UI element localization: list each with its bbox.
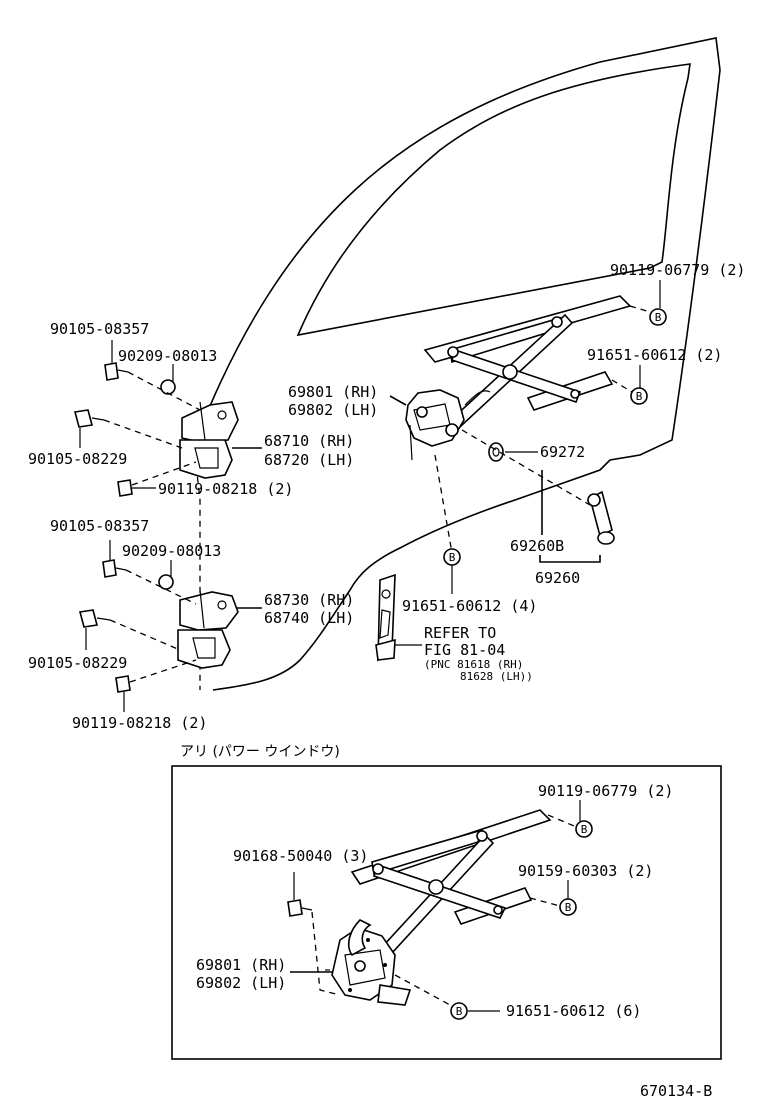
inset-title: アリ (パワー ウインドウ) bbox=[180, 744, 340, 760]
label-90119-08218-a: 90119-08218 (2) bbox=[158, 480, 293, 498]
bolt-90105-08357-a bbox=[104, 340, 129, 381]
inset-label-90119-06779: 90119-06779 (2) bbox=[538, 782, 673, 800]
svg-text:B: B bbox=[581, 823, 588, 836]
upper-leader-lines bbox=[389, 280, 661, 594]
bolt-90105-08229-a bbox=[73, 409, 183, 449]
inset-frame bbox=[171, 765, 722, 1060]
svg-text:B: B bbox=[565, 901, 572, 914]
svg-text:B: B bbox=[449, 551, 456, 564]
label-90119-08218-b: 90119-08218 (2) bbox=[72, 714, 207, 732]
bolt-90119-08218-a bbox=[117, 461, 197, 497]
inset-label-90159-60303: 90159-60303 (2) bbox=[518, 862, 653, 880]
power-window-regulator bbox=[325, 809, 552, 1006]
inset-label-90168-50040: 90168-50040 (3) bbox=[233, 847, 368, 865]
svg-text:B: B bbox=[655, 311, 662, 324]
label-90119-06779: 90119-06779 (2) bbox=[610, 261, 745, 279]
b-marker-91651-60612-4: B bbox=[443, 548, 461, 566]
upper-door-hinge bbox=[179, 401, 262, 479]
door-lock-bracket bbox=[375, 573, 422, 662]
label-69801: 69801 (RH) bbox=[288, 383, 378, 401]
inset-b-marker-90119-06779: B bbox=[575, 820, 593, 838]
inset-label-69802: 69802 (LH) bbox=[196, 974, 286, 992]
label-68720: 68720 (LH) bbox=[264, 451, 354, 469]
label-69260B: 69260B bbox=[510, 537, 564, 555]
refer-to-line-3: (PNC 81618 (RH) bbox=[424, 658, 523, 671]
inset-leader-lines bbox=[290, 800, 581, 1012]
label-90105-08357-b: 90105-08357 bbox=[50, 517, 149, 535]
svg-text:B: B bbox=[456, 1005, 463, 1018]
label-91651-60612-2: 91651-60612 (2) bbox=[587, 346, 722, 364]
b-marker-91651-60612-2: B bbox=[630, 387, 648, 405]
inset-bolt-90168-50040 bbox=[287, 872, 341, 996]
label-69802: 69802 (LH) bbox=[288, 401, 378, 419]
label-68730: 68730 (RH) bbox=[264, 591, 354, 609]
bolt-90119-08218-b bbox=[115, 659, 197, 712]
bolt-90105-08229-b bbox=[78, 609, 181, 651]
manual-window-regulator bbox=[405, 295, 632, 461]
bolt-90105-08357-b bbox=[102, 540, 127, 578]
inset-b-marker-91651-60612: B bbox=[450, 1002, 468, 1020]
svg-text:B: B bbox=[636, 390, 643, 403]
label-90105-08229-b: 90105-08229 bbox=[28, 654, 127, 672]
label-91651-60612-4: 91651-60612 (4) bbox=[402, 597, 537, 615]
label-68710: 68710 (RH) bbox=[264, 432, 354, 450]
inset-b-marker-90159-60303: B bbox=[559, 898, 577, 916]
label-90105-08357-a: 90105-08357 bbox=[50, 320, 149, 338]
bushing-69272 bbox=[488, 442, 504, 462]
label-69260: 69260 bbox=[535, 569, 580, 587]
lower-door-hinge bbox=[177, 589, 262, 669]
refer-to-line-1: REFER TO bbox=[424, 624, 496, 642]
b-marker-90119-06779: B bbox=[649, 308, 667, 326]
label-69272: 69272 bbox=[540, 443, 585, 461]
refer-to-line-2: FIG 81-04 bbox=[424, 641, 505, 659]
label-68740: 68740 (LH) bbox=[264, 609, 354, 627]
label-90105-08229-a: 90105-08229 bbox=[28, 450, 127, 468]
inset-label-69801: 69801 (RH) bbox=[196, 956, 286, 974]
inset-label-91651-60612-6: 91651-60612 (6) bbox=[506, 1002, 641, 1020]
label-90209-08013-b: 90209-08013 bbox=[122, 542, 221, 560]
label-90209-08013-a: 90209-08013 bbox=[118, 347, 217, 365]
refer-to-line-4: 81628 (LH)) bbox=[460, 670, 533, 683]
washer-90209-08013-a bbox=[127, 364, 201, 411]
window-crank-handle bbox=[461, 429, 615, 563]
figure-code: 670134-B bbox=[640, 1082, 712, 1100]
washer-90209-08013-b bbox=[125, 560, 197, 605]
